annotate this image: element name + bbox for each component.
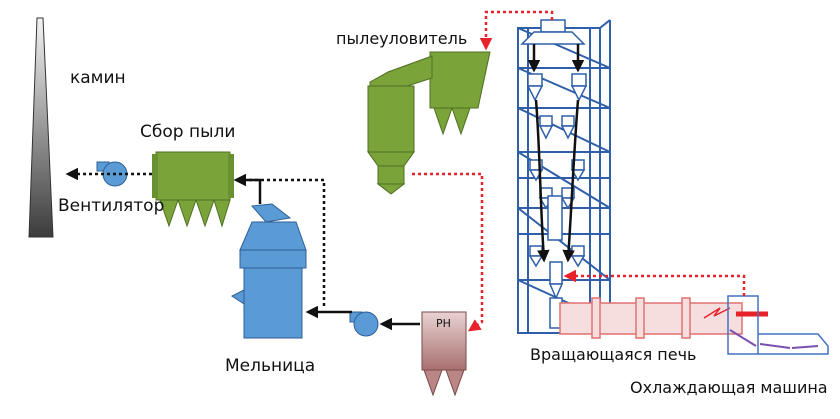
cyclone-dust-catcher [367, 51, 491, 195]
mill [231, 203, 307, 339]
rotary-kiln [559, 297, 768, 339]
cooler [727, 295, 829, 355]
fan-label: Вентилятор [58, 196, 165, 216]
chimney-icon [28, 17, 54, 238]
gas-flow-black [65, 167, 420, 331]
dust-collector [152, 151, 234, 228]
preheater-box-label: PH [436, 317, 451, 330]
dust-collector-label: Сбор пыли [140, 122, 236, 142]
preheater-tower [517, 19, 611, 334]
mill-label: Мельница [225, 356, 316, 376]
gas-flow-red [412, 10, 746, 332]
preheater-box [421, 311, 467, 397]
cooler-label: Охлаждающая машина [630, 378, 828, 397]
tower-flow-arrows [527, 44, 585, 263]
rotary-kiln-label: Вращающаяся печь [530, 345, 697, 364]
chimney-label: камин [70, 68, 126, 88]
centrifugal-fan-icon [349, 311, 379, 337]
cyclone-dust-catcher-label: пылеуловитель [336, 29, 468, 48]
preheater-cyclones [520, 19, 588, 329]
